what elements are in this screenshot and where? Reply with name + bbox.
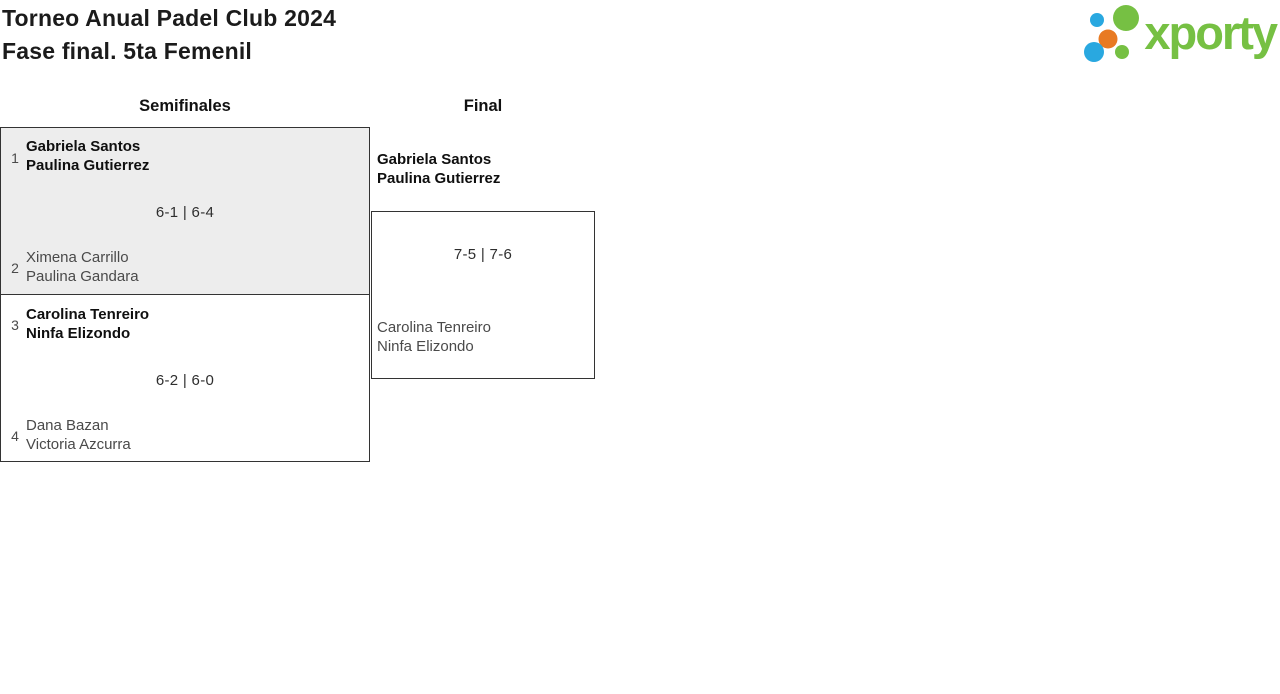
seed-number: 1 <box>11 150 19 166</box>
player-name: Dana Bazan <box>26 417 109 434</box>
player-name: Ninfa Elizondo <box>377 338 474 355</box>
team-final-slot2: Carolina Tenreiro Ninfa Elizondo <box>377 318 491 356</box>
team-semifinal1-slot2: Ximena Carrillo Paulina Gandara <box>26 248 139 286</box>
player-name: Paulina Gutierrez <box>26 157 150 174</box>
seed-number: 4 <box>11 428 19 444</box>
player-name: Victoria Azcurra <box>26 436 131 453</box>
match-box-final <box>371 211 595 379</box>
player-name: Ninfa Elizondo <box>26 325 131 342</box>
player-name: Gabriela Santos <box>377 151 492 168</box>
xporty-logo[interactable]: xporty <box>1082 2 1278 66</box>
player-name: Carolina Tenreiro <box>26 306 150 323</box>
tournament-title: Torneo Anual Padel Club 2024 <box>2 5 337 31</box>
seed-number: 3 <box>11 317 19 333</box>
logo-wordmark: xporty <box>1144 6 1278 59</box>
page-title: Torneo Anual Padel Club 2024 Fase final.… <box>2 2 336 68</box>
match-box-semifinal-2 <box>0 294 370 462</box>
player-name: Carolina Tenreiro <box>377 319 491 336</box>
team-final-slot1: Gabriela Santos Paulina Gutierrez <box>377 150 500 188</box>
round-header-final: Final <box>463 97 503 115</box>
player-name: Ximena Carrillo <box>26 249 129 266</box>
team-semifinal1-slot1: Gabriela Santos Paulina Gutierrez <box>26 137 149 175</box>
match-score-semifinal-1: 6-1 | 6-4 <box>155 204 215 221</box>
tournament-subtitle: Fase final. 5ta Femenil <box>2 38 253 64</box>
match-box-semifinal-1 <box>0 127 370 295</box>
logo-dots-icon <box>1084 5 1140 62</box>
player-name: Paulina Gandara <box>26 268 139 285</box>
match-score-final: 7-5 | 7-6 <box>453 246 513 263</box>
match-score-semifinal-2: 6-2 | 6-0 <box>155 372 215 389</box>
seed-number: 2 <box>11 260 19 276</box>
player-name: Paulina Gutierrez <box>377 170 501 187</box>
round-header-semifinales: Semifinales <box>139 97 231 115</box>
player-name: Gabriela Santos <box>26 138 141 155</box>
team-semifinal2-slot2: Dana Bazan Victoria Azcurra <box>26 416 131 454</box>
team-semifinal2-slot1: Carolina Tenreiro Ninfa Elizondo <box>26 305 149 343</box>
